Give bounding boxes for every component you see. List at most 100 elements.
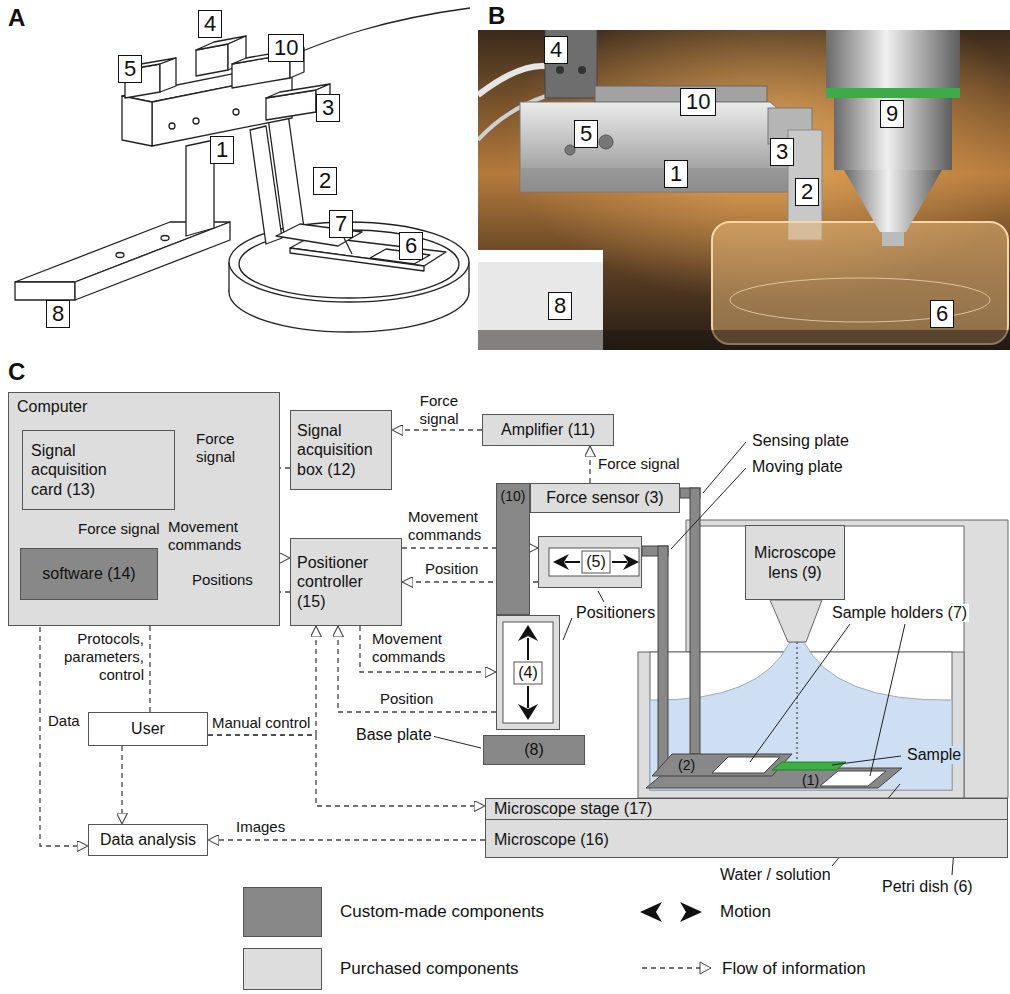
callout-number: 3: [316, 94, 340, 122]
leader-line: [703, 442, 746, 493]
signal-label: Movement commands: [372, 630, 462, 666]
drawing-panel-a: [15, 8, 470, 332]
base-plate-box: (8): [483, 735, 585, 765]
custom-bar: (10): [496, 483, 530, 615]
motion-sample: [640, 902, 662, 922]
node-text: software (14): [42, 564, 135, 583]
callout-number: 2: [313, 167, 337, 195]
callout-number: 5: [574, 120, 598, 148]
motion-shaft: [612, 561, 627, 563]
node-text: (8): [524, 740, 544, 759]
node-text: Signal acquisition card (13): [31, 441, 131, 499]
part-label: Sample: [905, 746, 963, 764]
legend-text: Purchased components: [340, 959, 519, 979]
flow-sample: [642, 967, 700, 968]
signal-arrow: [392, 429, 482, 430]
panel-letter: C: [6, 358, 27, 386]
positioner-window: [514, 662, 542, 684]
signal-label: Movement commands: [408, 508, 492, 544]
sample-holder: [712, 757, 780, 773]
signal-label: Protocols, parameters, control: [56, 630, 144, 684]
panel-letter: B: [486, 2, 507, 30]
signal-arrow: [208, 839, 485, 840]
signal-label: Force signal: [196, 430, 256, 466]
leader-line: [832, 756, 901, 765]
positioner-side: [160, 58, 176, 92]
controller-box: Positioner controller (15): [290, 538, 402, 626]
signal-label: Position: [425, 560, 478, 578]
node-text: Amplifier (11): [501, 420, 595, 439]
callout-number: 4: [198, 10, 222, 38]
node-text: Positioner controller (15): [297, 553, 395, 611]
part-label: Positioners: [574, 604, 657, 622]
part-label: (1): [800, 771, 821, 789]
sample: [772, 762, 846, 770]
signal-label: Movement commands: [168, 518, 264, 554]
signal-arrow: [121, 746, 122, 824]
node-text: Microscope (16): [494, 830, 609, 849]
signal-label: Force signal: [78, 520, 160, 538]
arm: [520, 102, 800, 192]
node-text: Microscope stage (17): [494, 799, 652, 818]
callout-number: 4: [544, 36, 568, 64]
hole: [161, 236, 169, 241]
motion-sample: [680, 902, 702, 922]
screw: [578, 66, 586, 74]
callout-number: 1: [210, 136, 234, 164]
user-box: User: [88, 712, 208, 746]
signal-label: Images: [236, 818, 285, 836]
leader-line: [870, 624, 905, 776]
part-label: Base plate: [354, 726, 434, 744]
arm-shade: [520, 168, 800, 192]
positioner-window: [549, 548, 639, 576]
motion-arrowhead: [623, 554, 639, 570]
signal-arrow: [338, 626, 496, 712]
motion-arrowhead: [553, 554, 569, 570]
leader-line: [750, 624, 850, 762]
motion-arrowhead: [518, 625, 538, 641]
node-text: (10): [501, 488, 526, 505]
lens-cone: [770, 600, 822, 642]
signal-label: Force signal: [598, 455, 680, 473]
leader-line: [563, 618, 572, 640]
callout-number: 9: [880, 100, 904, 128]
part-label: Water / solution: [718, 866, 833, 884]
screw: [599, 135, 613, 149]
signal-label: Manual control: [212, 714, 310, 732]
node-text: Force sensor (3): [546, 488, 663, 507]
legend-text: Motion: [720, 902, 771, 922]
sensing-plate: [690, 488, 700, 754]
node-text: (4): [518, 663, 538, 682]
screw: [556, 66, 564, 74]
rail-front: [15, 282, 75, 300]
legend-swatch: [243, 887, 322, 937]
arm-end: [122, 96, 152, 146]
sensing-plate-arm: [268, 114, 304, 234]
rail-side: [75, 222, 230, 300]
objective: [826, 30, 960, 90]
sensor-box: Force sensor (3): [530, 483, 680, 513]
signal-arrow: [208, 735, 485, 806]
legend-text: Flow of information: [722, 959, 866, 979]
part-label: Petri dish (6): [880, 878, 975, 896]
signal-label: Position: [380, 690, 433, 708]
stage-box: Microscope stage (17): [485, 798, 1008, 820]
callout-number: 7: [329, 210, 353, 238]
petri-dish: [712, 222, 1008, 344]
node-text: Computer: [17, 397, 87, 416]
part-label: Moving plate: [750, 458, 845, 476]
signal-label: Force signal: [411, 392, 467, 428]
node-text: Data analysis: [100, 830, 196, 849]
computer-box: ComputerSignal acquisition card (13) soft…: [8, 392, 280, 626]
lens-box: Microscope lens (9): [745, 525, 845, 600]
callout-number: 1: [664, 160, 688, 188]
positioner-box: (5): [538, 536, 642, 588]
motion-shaft: [527, 686, 529, 708]
callout-number: 3: [770, 138, 794, 166]
leader-line: [671, 468, 746, 549]
hole: [233, 109, 239, 115]
legend-text: Custom-made components: [340, 902, 544, 922]
part-label: (2): [676, 756, 697, 774]
motion-shaft: [527, 638, 529, 660]
